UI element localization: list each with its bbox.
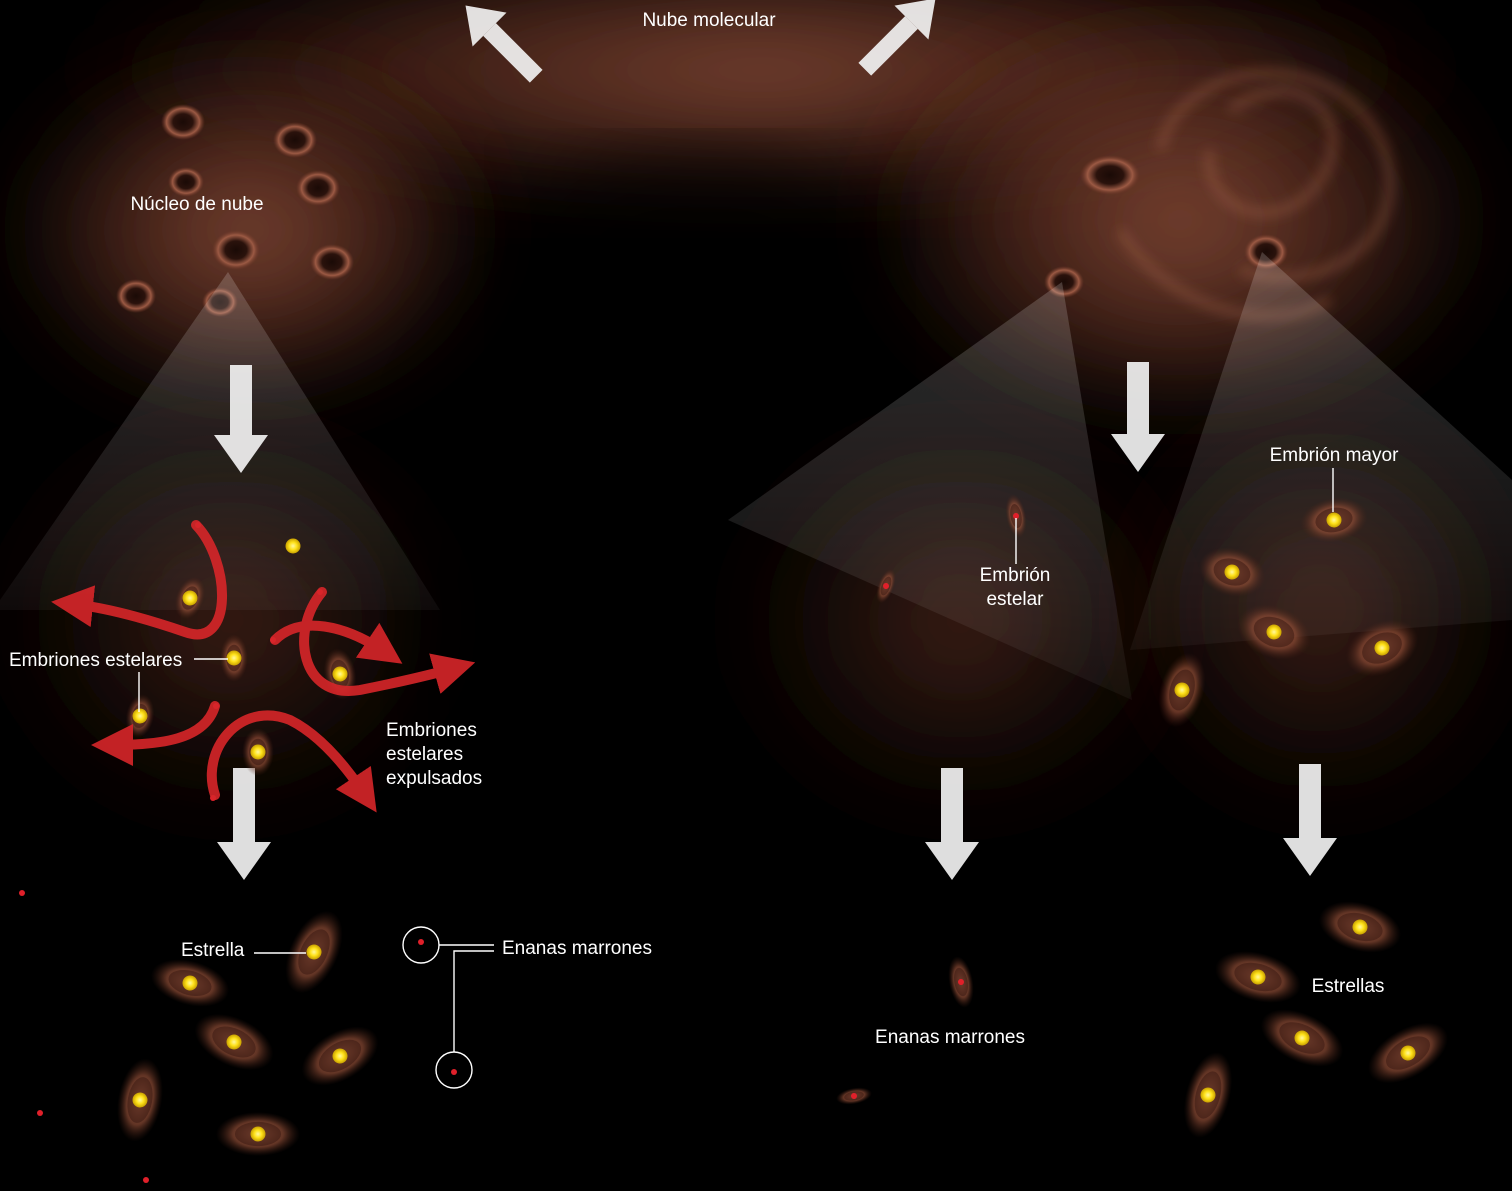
label-embriones-expulsados-1: Embriones bbox=[386, 720, 477, 741]
cloud-core bbox=[168, 167, 204, 197]
star bbox=[1175, 1047, 1240, 1143]
label-embrion-estelar-2: estelar bbox=[986, 589, 1044, 610]
star bbox=[1252, 998, 1352, 1079]
stellar-embryo bbox=[242, 728, 274, 776]
label-estrella: Estrella bbox=[181, 940, 245, 961]
label-enanas-marrones-left: Enanas marrones bbox=[502, 938, 652, 959]
final-stars bbox=[19, 890, 1458, 1183]
label-nucleo-de-nube: Núcleo de nube bbox=[130, 194, 263, 215]
star bbox=[216, 1112, 300, 1156]
stellar-embryo bbox=[220, 634, 248, 682]
label-embrion-estelar-1: Embrión bbox=[980, 565, 1051, 586]
star bbox=[1313, 893, 1407, 961]
label-embriones-expulsados-3: expulsados bbox=[386, 768, 482, 789]
label-embriones-estelares: Embriones estelares bbox=[9, 650, 182, 671]
label-enanas-marrones-right: Enanas marrones bbox=[875, 1027, 1025, 1048]
star bbox=[186, 1002, 282, 1081]
star bbox=[274, 902, 355, 1002]
brown-dwarf bbox=[37, 1110, 43, 1116]
cloud-core bbox=[296, 170, 340, 206]
cloud-core bbox=[273, 122, 317, 158]
cloud-core bbox=[212, 230, 260, 270]
star bbox=[1358, 1010, 1458, 1096]
cloud-core bbox=[116, 279, 156, 313]
brown-dwarf bbox=[19, 890, 25, 896]
brown-dwarf bbox=[835, 1085, 873, 1107]
star bbox=[111, 1055, 169, 1145]
brown-dwarf bbox=[418, 939, 424, 945]
label-embrion-mayor: Embrión mayor bbox=[1270, 445, 1399, 466]
star bbox=[292, 1014, 389, 1098]
star bbox=[1209, 942, 1306, 1011]
cloud-core bbox=[1080, 155, 1140, 195]
brown-dwarf bbox=[451, 1069, 457, 1075]
stellar-embryo bbox=[286, 539, 301, 554]
cloud-core bbox=[161, 104, 205, 140]
cloud-core bbox=[310, 244, 354, 280]
label-nube-molecular: Nube molecular bbox=[642, 10, 776, 31]
label-estrellas: Estrellas bbox=[1312, 976, 1385, 997]
brown-dwarf bbox=[143, 1177, 149, 1183]
label-embriones-expulsados-2: estelares bbox=[386, 744, 463, 765]
brown-dwarf bbox=[945, 954, 978, 1009]
